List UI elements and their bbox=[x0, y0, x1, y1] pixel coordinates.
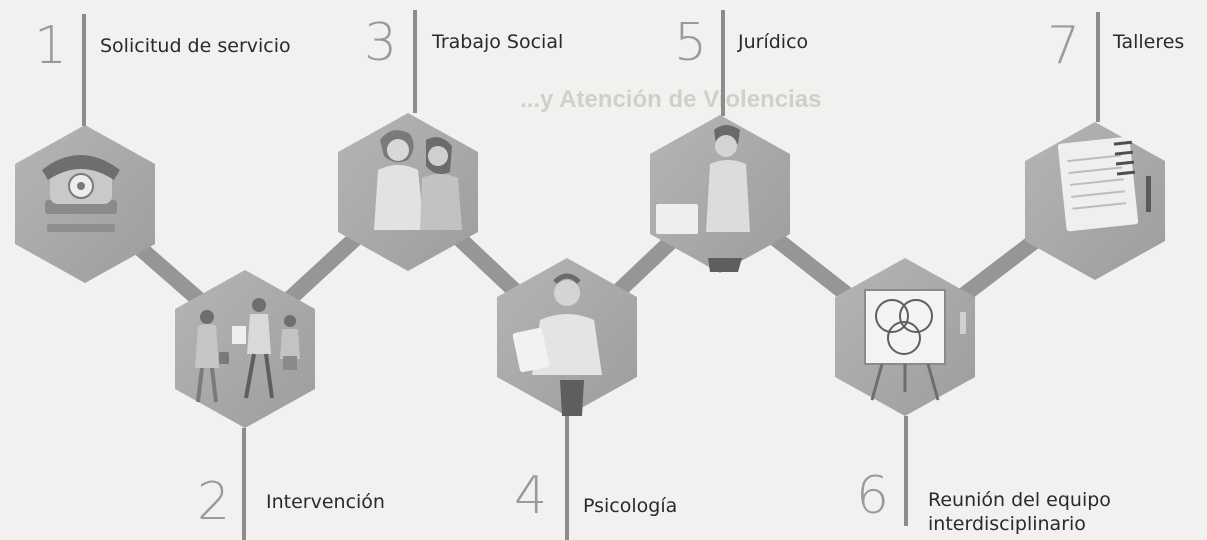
step-5-label: Jurídico bbox=[738, 31, 809, 53]
step-2-divider bbox=[242, 428, 246, 540]
people-walking-icon bbox=[195, 298, 300, 403]
step-2-number: 2 bbox=[197, 472, 231, 532]
step-1-hexagon bbox=[15, 125, 155, 283]
step-3-hexagon bbox=[338, 113, 478, 271]
telephone-icon bbox=[42, 155, 120, 232]
venn-diagram-easel-icon bbox=[864, 289, 966, 401]
step-6-label-line2: interdisciplinario bbox=[928, 513, 1086, 535]
step-3-divider bbox=[413, 10, 417, 113]
notebook-icon bbox=[1057, 136, 1151, 232]
step-4-label: Psicología bbox=[583, 495, 678, 517]
step-4-number: 4 bbox=[514, 466, 548, 526]
step-5-number: 5 bbox=[674, 13, 708, 73]
step-6-hexagon bbox=[835, 258, 975, 416]
two-people-icon bbox=[374, 130, 462, 230]
step-1-divider bbox=[82, 14, 86, 126]
step-1-label: Solicitud de servicio bbox=[100, 35, 291, 57]
bleed-through-heading: ...y Atención de Violencias bbox=[520, 86, 822, 113]
step-6-number: 6 bbox=[856, 466, 890, 526]
step-7-number: 7 bbox=[1047, 16, 1081, 76]
step-2-hexagon bbox=[175, 270, 315, 428]
step-3-label: Trabajo Social bbox=[432, 31, 564, 53]
step-2-label: Intervención bbox=[266, 491, 385, 513]
step-7-hexagon bbox=[1025, 122, 1165, 280]
step-7-divider bbox=[1096, 12, 1100, 122]
step-1-number: 1 bbox=[34, 16, 68, 76]
step-4-divider bbox=[565, 416, 569, 540]
step-6-label: Reunión del equipo bbox=[928, 489, 1111, 511]
step-6-divider bbox=[904, 416, 908, 526]
step-7-label: Talleres bbox=[1113, 31, 1185, 53]
person-with-clipboard-icon bbox=[512, 273, 602, 416]
step-4-hexagon bbox=[497, 258, 637, 416]
step-5-hexagon bbox=[650, 115, 790, 273]
step-5-divider bbox=[721, 10, 725, 116]
person-with-document-icon bbox=[656, 125, 750, 272]
step-3-number: 3 bbox=[364, 13, 398, 73]
